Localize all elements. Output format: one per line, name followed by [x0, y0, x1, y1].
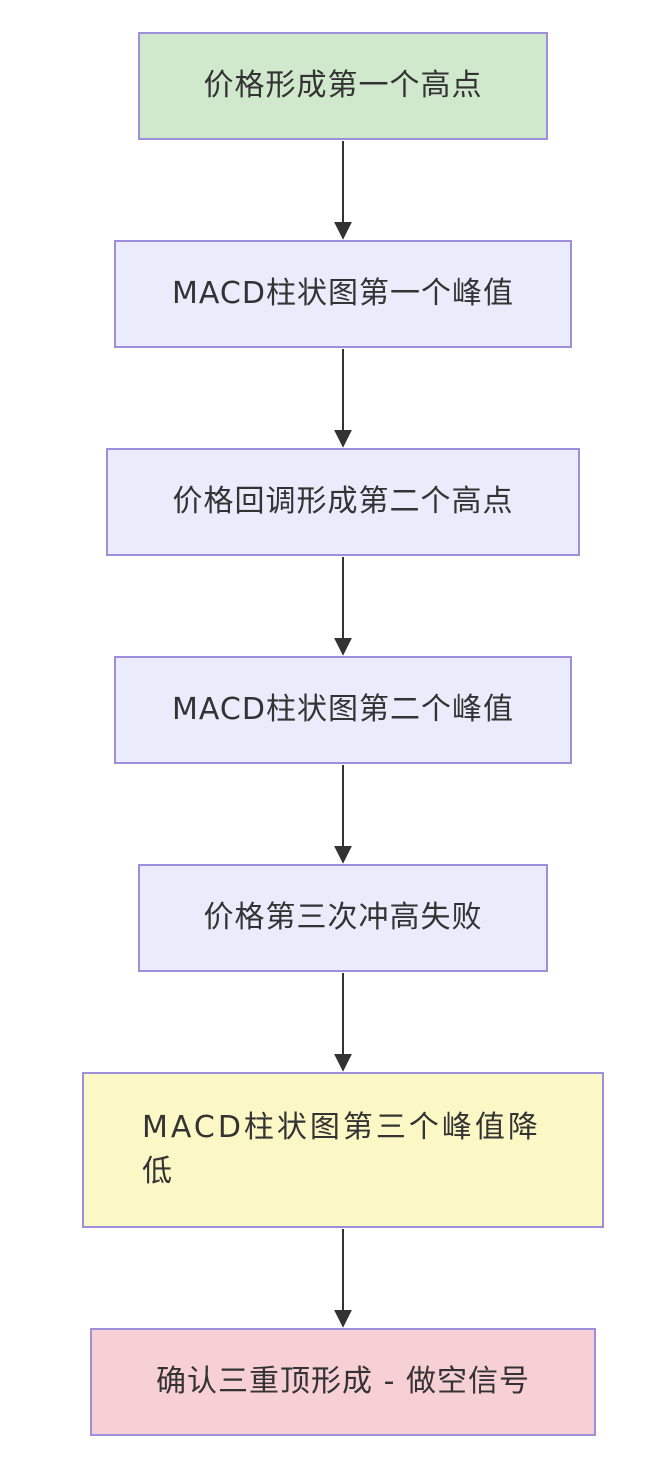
node-label: 价格第三次冲高失败 — [203, 900, 483, 935]
node-label: 价格形成第一个高点 — [203, 68, 483, 103]
node-macd-third-peak-lower: MACD柱状图第三个峰值降低 — [82, 1072, 604, 1228]
node-label: MACD柱状图第三个峰值降低 — [142, 1110, 541, 1189]
node-price-second-high: 价格回调形成第二个高点 — [106, 448, 580, 556]
node-label: MACD柱状图第二个峰值 — [172, 692, 514, 727]
node-label: 价格回调形成第二个高点 — [172, 484, 514, 519]
node-price-first-high: 价格形成第一个高点 — [138, 32, 548, 140]
node-price-third-failure: 价格第三次冲高失败 — [138, 864, 548, 972]
node-label: MACD柱状图第一个峰值 — [172, 276, 514, 311]
node-triple-top-short-signal: 确认三重顶形成 - 做空信号 — [90, 1328, 596, 1436]
node-macd-second-peak: MACD柱状图第二个峰值 — [114, 656, 572, 764]
node-macd-first-peak: MACD柱状图第一个峰值 — [114, 240, 572, 348]
node-label: 确认三重顶形成 - 做空信号 — [156, 1364, 530, 1399]
